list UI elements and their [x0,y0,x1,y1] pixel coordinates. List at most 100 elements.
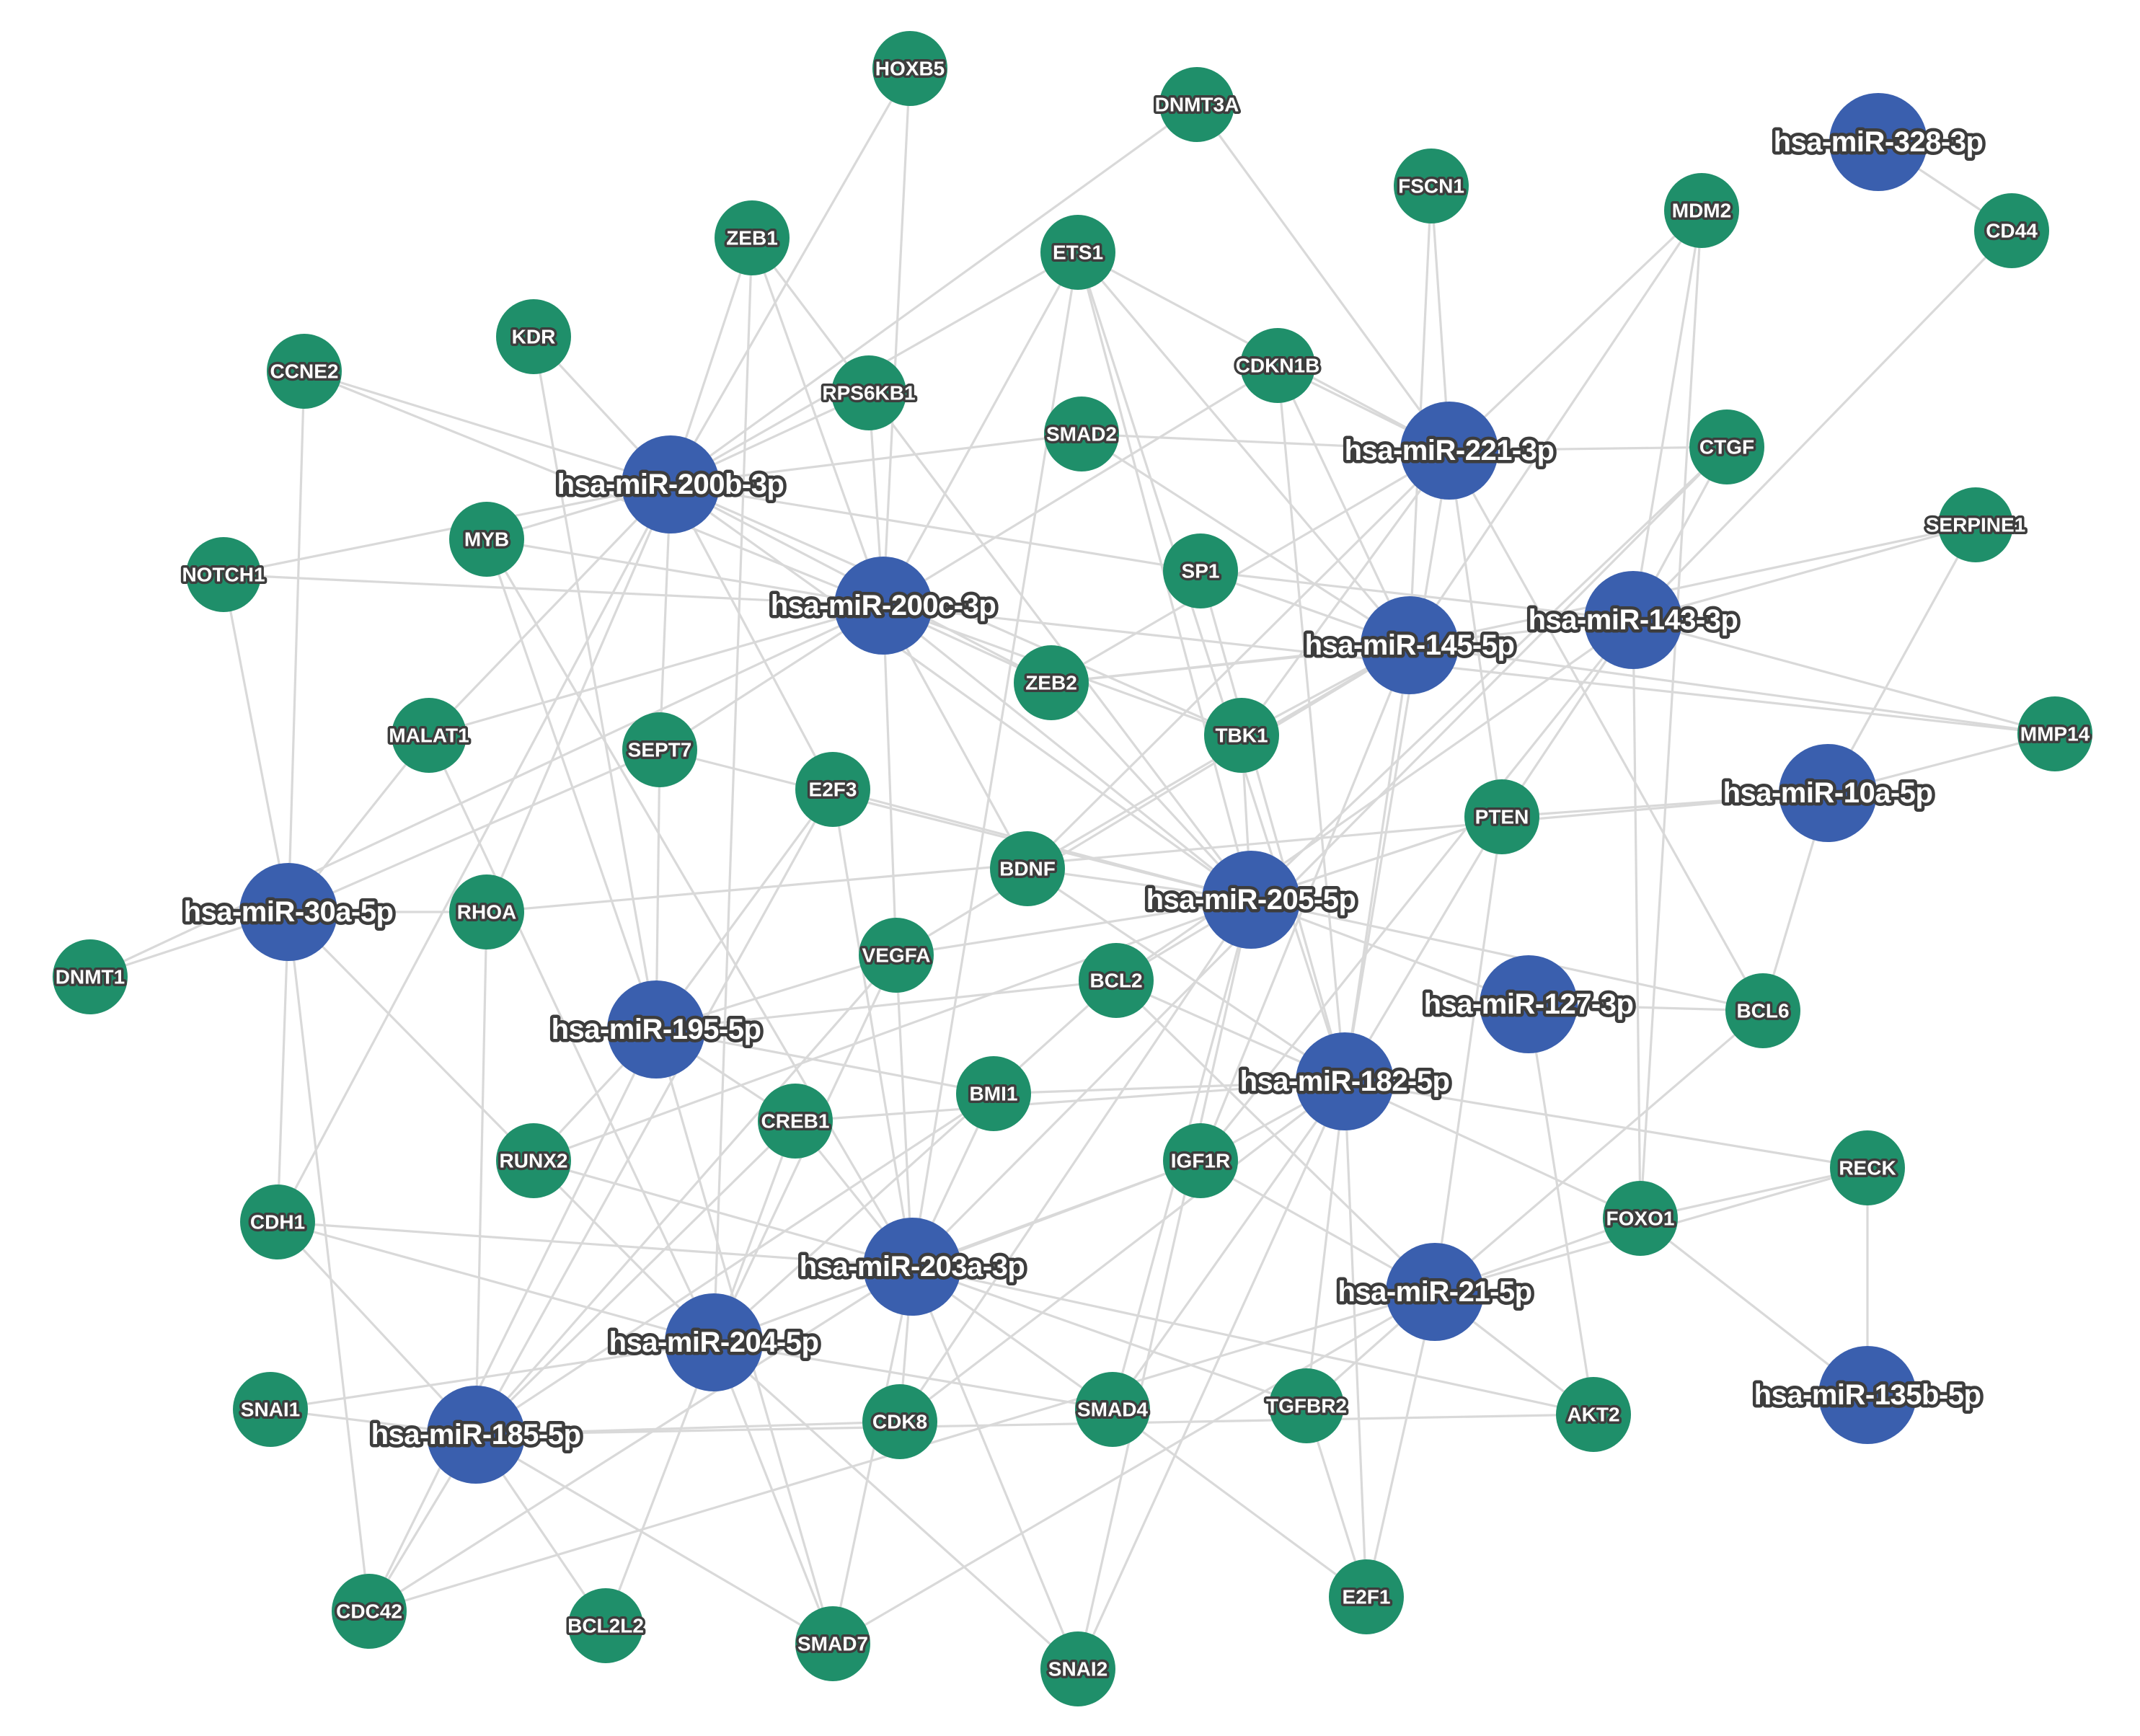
edge-m221-m182 [1343,450,1451,1082]
gene-node-bmi1[interactable]: BMI1 [956,1056,1031,1131]
gene-node-cd44[interactable]: CD44 [1974,193,2049,268]
gene-label: CCNE2 [270,360,339,383]
edge-m200c-HOXB5 [882,68,911,606]
edge-m145-IGF1R [1199,645,1411,1161]
gene-node-serpine1[interactable]: SERPINE1 [1923,487,2028,562]
gene-node-bcl6[interactable]: BCL6 [1725,973,1800,1048]
mirna-node-m195[interactable]: hsa-miR-195-5p [548,980,764,1079]
edge-m203-SNAI2 [911,1266,1079,1670]
mirna-node-m21[interactable]: hsa-miR-21-5p [1335,1243,1536,1341]
gene-node-bcl2l2[interactable]: BCL2L2 [565,1588,646,1663]
gene-node-snai1[interactable]: SNAI1 [233,1372,308,1447]
gene-circle [267,334,342,409]
gene-node-cdh1[interactable]: CDH1 [240,1184,315,1259]
edge-m182-BMI1 [993,1080,1345,1095]
gene-node-reck[interactable]: RECK [1830,1130,1905,1205]
gene-node-snai2[interactable]: SNAI2 [1040,1631,1115,1706]
edge-m30a-CDH1 [276,911,290,1223]
gene-node-rps6kb1[interactable]: RPS6KB1 [820,355,918,430]
gene-node-e2f3[interactable]: E2F3 [795,752,870,827]
mirna-node-m221[interactable]: hsa-miR-221-3p [1341,402,1557,500]
edge-m221-DNMT3A [1195,104,1451,451]
gene-label: KDR [512,326,556,348]
gene-node-vegfa[interactable]: VEGFA [859,918,934,993]
edge-m200c-MMP14 [883,604,2056,735]
gene-node-sept7[interactable]: SEPT7 [622,712,697,787]
edge-m200c-VEGFA [882,605,898,956]
gene-circle [956,1056,1031,1131]
gene-label: ZEB1 [726,227,778,249]
mirna-node-m143[interactable]: hsa-miR-143-3p [1525,571,1741,669]
mirna-node-m204[interactable]: hsa-miR-204-5p [606,1293,822,1391]
gene-node-igf1r[interactable]: IGF1R [1163,1123,1238,1198]
gene-label: TBK1 [1215,725,1268,747]
mirna-node-m135[interactable]: hsa-miR-135b-5p [1751,1346,1984,1444]
gene-node-fscn1[interactable]: FSCN1 [1394,149,1469,223]
gene-node-ccne2[interactable]: CCNE2 [267,334,342,409]
gene-node-ctgf[interactable]: CTGF [1689,409,1764,484]
mirna-node-m205[interactable]: hsa-miR-205-5p [1143,851,1359,949]
mirna-node-m185[interactable]: hsa-miR-185-5p [368,1386,584,1484]
gene-node-e2f1[interactable]: E2F1 [1329,1559,1404,1634]
gene-node-smad2[interactable]: SMAD2 [1043,397,1120,471]
gene-label: SERPINE1 [1926,514,2026,536]
gene-node-cdk8[interactable]: CDK8 [862,1384,937,1459]
gene-node-ets1[interactable]: ETS1 [1040,215,1115,290]
gene-node-sp1[interactable]: SP1 [1163,533,1238,608]
edge-m203-TGFBR2 [911,1265,1307,1407]
gene-circle [186,537,261,612]
gene-node-bdnf[interactable]: BDNF [990,831,1065,906]
gene-node-tgfbr2[interactable]: TGFBR2 [1264,1368,1350,1443]
mirna-node-m145[interactable]: hsa-miR-145-5p [1301,596,1518,694]
gene-node-hoxb5[interactable]: HOXB5 [872,31,947,106]
edge-m30a-CCNE2 [287,371,306,913]
gene-label: MDM2 [1672,200,1731,222]
gene-node-malat1[interactable]: MALAT1 [386,698,472,773]
mirna-node-m200c[interactable]: hsa-miR-200c-3p [767,557,999,655]
gene-node-smad7[interactable]: SMAD7 [795,1606,871,1681]
gene-node-pten[interactable]: PTEN [1464,779,1539,854]
gene-node-foxo1[interactable]: FOXO1 [1603,1181,1678,1256]
edge-m185-RHOA [474,911,488,1435]
gene-label: MALAT1 [389,725,469,747]
gene-node-notch1[interactable]: NOTCH1 [180,537,268,612]
edge-m204-BCL2L2 [604,1342,715,1626]
gene-node-tbk1[interactable]: TBK1 [1204,698,1279,773]
mirna-node-m328[interactable]: hsa-miR-328-3p [1770,93,1986,191]
gene-node-zeb2[interactable]: ZEB2 [1014,645,1089,720]
gene-node-mmp14[interactable]: MMP14 [2017,696,2092,771]
mirna-node-m200b[interactable]: hsa-miR-200b-3p [554,435,787,533]
gene-node-runx2[interactable]: RUNX2 [496,1123,571,1198]
gene-label: E2F1 [1343,1586,1391,1608]
gene-circle [795,1606,870,1681]
gene-node-dnmt1[interactable]: DNMT1 [53,939,128,1014]
gene-node-akt2[interactable]: AKT2 [1556,1377,1631,1452]
gene-label: CTGF [1699,436,1754,459]
gene-node-bcl2[interactable]: BCL2 [1079,943,1154,1018]
mirna-circle [834,557,932,655]
gene-label: BCL6 [1736,1000,1789,1022]
mirna-node-m30a[interactable]: hsa-miR-30a-5p [180,863,397,961]
gene-node-zeb1[interactable]: ZEB1 [715,200,790,275]
mirna-node-m203[interactable]: hsa-miR-203a-3p [796,1218,1028,1316]
edge-m205-BCL6 [1250,898,1764,1012]
edge-m145-CDKN1B [1276,365,1411,646]
gene-label: DNMT1 [56,966,125,988]
gene-label: CDK8 [872,1411,927,1433]
gene-node-mdm2[interactable]: MDM2 [1664,173,1739,248]
gene-node-creb1[interactable]: CREB1 [758,1084,833,1159]
gene-node-dnmt3a[interactable]: DNMT3A [1152,67,1242,142]
gene-node-kdr[interactable]: KDR [496,299,571,374]
gene-node-cdc42[interactable]: CDC42 [332,1574,407,1649]
edge-m185-BMI1 [475,1092,994,1436]
edge-m204-MALAT1 [428,735,715,1343]
gene-node-smad4[interactable]: SMAD4 [1074,1372,1151,1447]
mirna-circle [1400,402,1498,500]
mirna-node-m10a[interactable]: hsa-miR-10a-5p [1720,744,1936,842]
mirna-circle [1480,955,1578,1053]
mirna-node-m127[interactable]: hsa-miR-127-3p [1420,955,1637,1053]
mirna-node-m182[interactable]: hsa-miR-182-5p [1237,1032,1453,1130]
gene-node-rhoa[interactable]: RHOA [449,874,524,949]
gene-node-cdkn1b[interactable]: CDKN1B [1233,328,1322,403]
gene-node-myb[interactable]: MYB [449,502,524,577]
